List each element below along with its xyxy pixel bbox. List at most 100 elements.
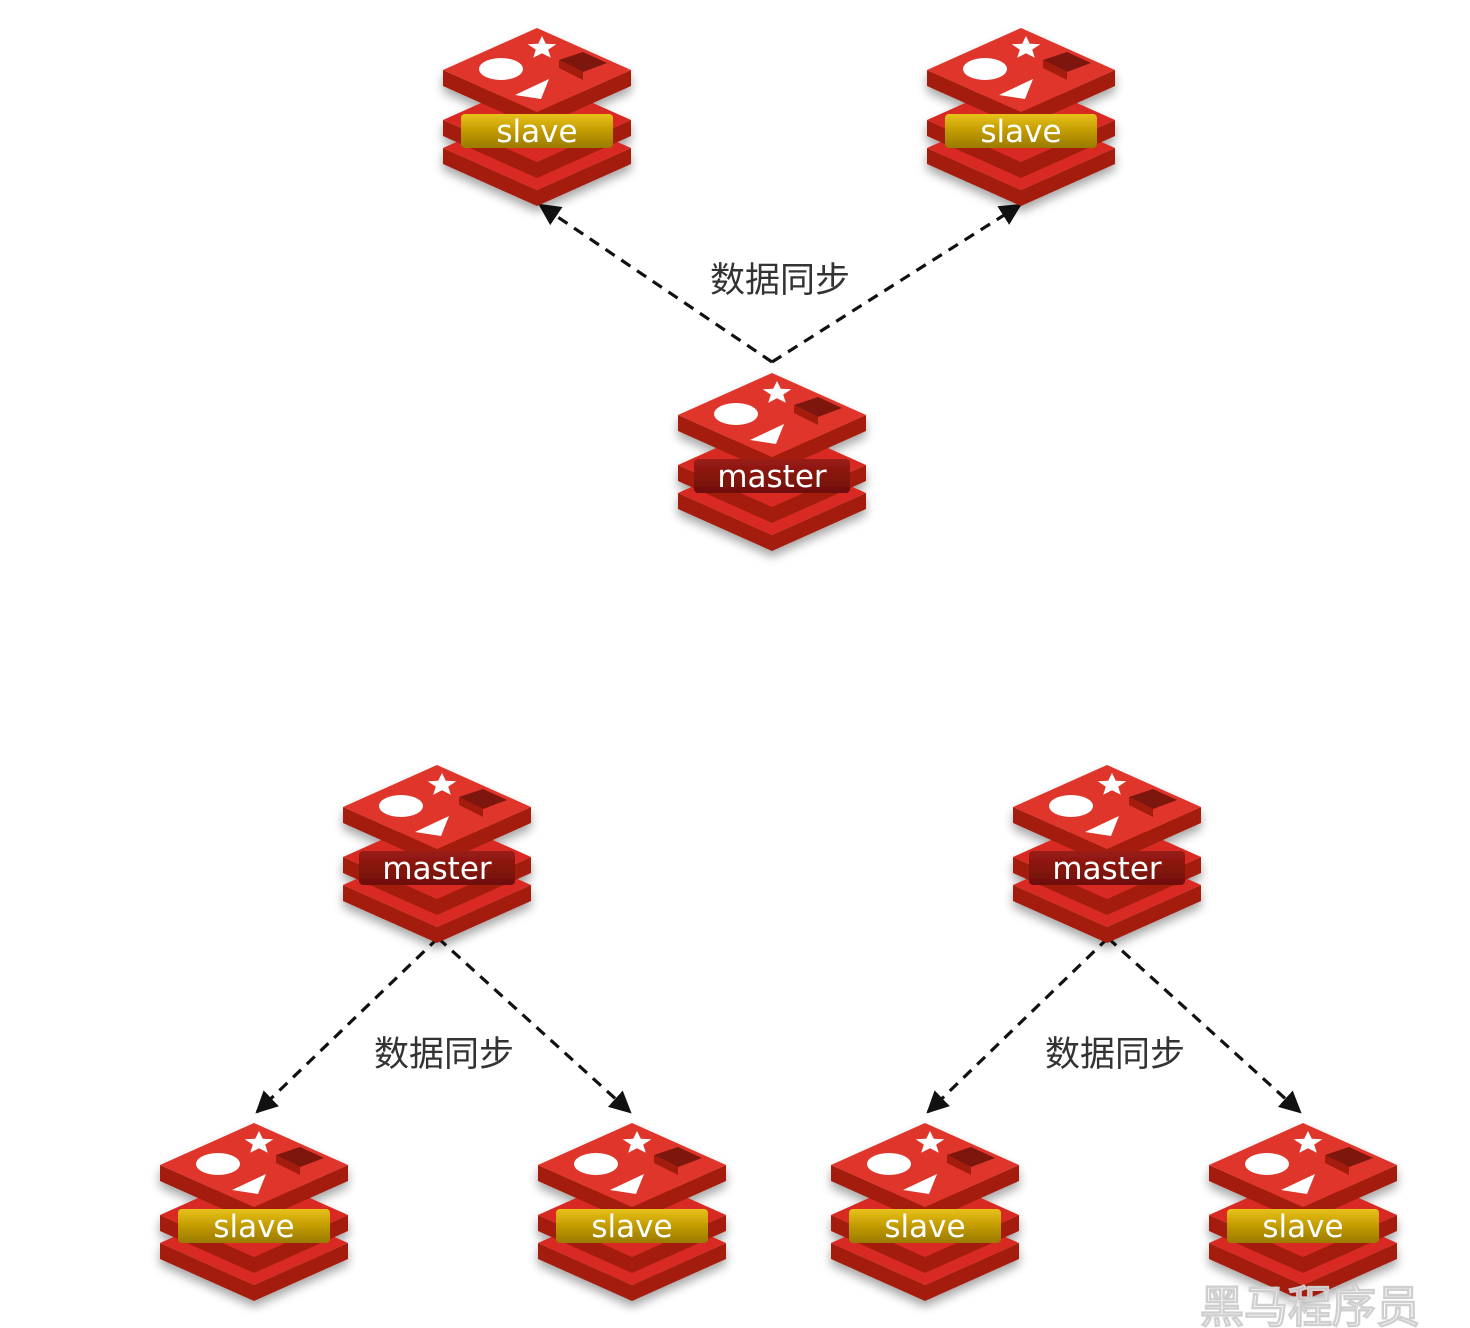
- logo-star-icon: [915, 1131, 945, 1153]
- layer-bottom-side: [160, 1243, 348, 1301]
- logo-star-icon: [244, 1131, 274, 1153]
- logo-star-icon: [527, 36, 557, 58]
- sync-label-bottom-left: 数据同步: [374, 1035, 514, 1075]
- logo-cube-icon: [276, 1147, 324, 1167]
- logo-triangle-icon: [1085, 816, 1119, 836]
- logo-circle-icon: [867, 1153, 911, 1175]
- layer-middle-side: [343, 857, 531, 915]
- sync-label-top: 数据同步: [710, 261, 850, 301]
- master-label: master: [382, 851, 492, 887]
- watermark-logo-text: 黑马程序员: [1200, 1282, 1420, 1328]
- logo-cube-side-icon: [654, 1155, 678, 1175]
- edge-bottom-left-master-to-slave-1: [255, 936, 440, 1114]
- layer-bottom-side: [538, 1243, 726, 1301]
- master-label: master: [1052, 851, 1162, 887]
- logo-cube-side-icon: [459, 797, 483, 817]
- edge-bottom-right-master-to-slave-2: [1106, 936, 1302, 1114]
- slave-label: slave: [213, 1209, 294, 1245]
- layer-bottom-side: [343, 885, 531, 943]
- layer-middle-side: [927, 120, 1115, 178]
- logo-cube-icon: [559, 52, 607, 72]
- logo-circle-icon: [714, 403, 758, 425]
- logo-star-icon: [427, 773, 457, 795]
- slave-label-band: [461, 114, 613, 148]
- logo-cube-side-icon: [947, 1155, 971, 1175]
- logo-cube-side-icon: [276, 1155, 300, 1175]
- logo-star-icon: [622, 1131, 652, 1153]
- layer-bottom-side: [831, 1243, 1019, 1301]
- slave-label: slave: [496, 114, 577, 150]
- redis-node-bottom-right-slave-1: slave: [831, 1123, 1019, 1301]
- layer-top-top: [678, 373, 866, 457]
- redis-node-bottom-right-slave-2: slave: [1209, 1123, 1397, 1301]
- layer-bottom-side: [927, 148, 1115, 206]
- logo-triangle-icon: [750, 424, 784, 444]
- sync-label-bottom-right: 数据同步: [1045, 1035, 1185, 1075]
- edge-bottom-left-master-to-slave-2: [436, 936, 632, 1114]
- redis-node-top-master: master: [678, 373, 866, 551]
- edge-labels: 数据同步 数据同步 数据同步: [374, 261, 1185, 1075]
- logo-circle-icon: [479, 58, 523, 80]
- layer-top-top: [927, 28, 1115, 112]
- logo-circle-icon: [574, 1153, 618, 1175]
- slave-label: slave: [1262, 1209, 1343, 1245]
- logo-cube-icon: [1325, 1147, 1373, 1167]
- layer-middle-side: [1013, 857, 1201, 915]
- layer-bottom-side: [1209, 1243, 1397, 1301]
- slave-label: slave: [884, 1209, 965, 1245]
- layer-top-top: [1013, 765, 1201, 849]
- logo-triangle-icon: [415, 816, 449, 836]
- logo-circle-icon: [379, 795, 423, 817]
- slave-label-band: [556, 1209, 708, 1243]
- redis-node-bottom-left-slave-2: slave: [538, 1123, 726, 1301]
- layer-top-top: [1209, 1123, 1397, 1207]
- master-label-band: [1029, 851, 1185, 885]
- redis-node-bottom-left-master: master: [343, 765, 531, 943]
- master-label-band: [359, 851, 515, 885]
- logo-cube-side-icon: [1129, 797, 1153, 817]
- edge-top-master-to-slave-right: [771, 203, 1022, 364]
- logo-cube-icon: [1129, 789, 1177, 809]
- layer-top-top: [443, 28, 631, 112]
- logo-triangle-icon: [515, 79, 549, 99]
- layer-middle-side: [538, 1215, 726, 1273]
- logo-triangle-icon: [999, 79, 1033, 99]
- edge-top-master-to-slave-left: [538, 203, 773, 364]
- slave-label: slave: [980, 114, 1061, 150]
- slave-label: slave: [591, 1209, 672, 1245]
- logo-star-icon: [1293, 1131, 1323, 1153]
- slave-label-band: [1227, 1209, 1379, 1243]
- logo-triangle-icon: [903, 1174, 937, 1194]
- layer-middle-side: [1209, 1215, 1397, 1273]
- slave-label-band: [849, 1209, 1001, 1243]
- logo-star-icon: [762, 381, 792, 403]
- slave-label-band: [178, 1209, 330, 1243]
- logo-cube-icon: [1043, 52, 1091, 72]
- logo-star-icon: [1011, 36, 1041, 58]
- logo-circle-icon: [196, 1153, 240, 1175]
- logo-cube-side-icon: [1325, 1155, 1349, 1175]
- logo-cube-icon: [459, 789, 507, 809]
- master-label-band: [694, 459, 850, 493]
- master-label: master: [717, 459, 827, 495]
- logo-circle-icon: [963, 58, 1007, 80]
- nodes: slave slave master master master slave slave sl…: [160, 28, 1397, 1301]
- slave-label-band: [945, 114, 1097, 148]
- logo-cube-icon: [794, 397, 842, 417]
- layer-bottom-side: [678, 493, 866, 551]
- layer-top-top: [343, 765, 531, 849]
- layer-bottom-side: [443, 148, 631, 206]
- layer-top-top: [160, 1123, 348, 1207]
- logo-cube-side-icon: [1043, 60, 1067, 80]
- layer-top-top: [831, 1123, 1019, 1207]
- logo-cube-icon: [947, 1147, 995, 1167]
- logo-circle-icon: [1245, 1153, 1289, 1175]
- layer-middle-side: [443, 120, 631, 178]
- logo-triangle-icon: [1281, 1174, 1315, 1194]
- logo-cube-side-icon: [559, 60, 583, 80]
- edges: [255, 203, 1302, 1114]
- redis-node-bottom-right-master: master: [1013, 765, 1201, 943]
- redis-node-top-slave-right: slave: [927, 28, 1115, 206]
- logo-triangle-icon: [610, 1174, 644, 1194]
